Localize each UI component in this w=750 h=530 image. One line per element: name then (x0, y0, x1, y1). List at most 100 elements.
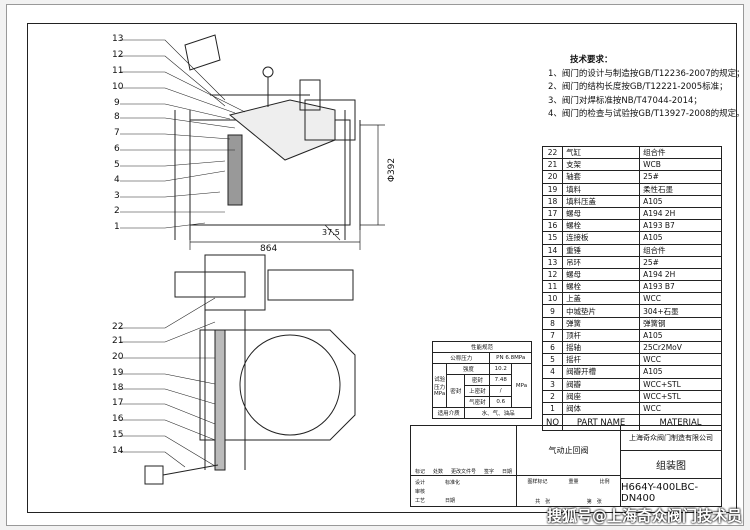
side-view (174, 34, 361, 240)
perf-title: 性能规范 (432, 341, 532, 353)
part-label: 15 (112, 430, 124, 440)
strength-label: 强度 (446, 363, 491, 375)
watermark: 搜狐号@上海奇众阀门技术员 (546, 507, 742, 525)
sheet-number-label: 第 张 (586, 499, 602, 505)
part-label: 12 (112, 50, 124, 60)
drawing-frame (27, 23, 737, 513)
part-material: 组合件 (639, 145, 722, 160)
weight-label: 重量 (568, 479, 579, 485)
medium-value: 水、气、油品 (464, 407, 532, 419)
upper-seal-value: / (489, 385, 512, 397)
part-material: A194 2H (639, 267, 722, 282)
drawing-type: 组装图 (621, 451, 721, 479)
test-label: 试验压力MPa (431, 363, 448, 408)
rev-header: 处数 (432, 469, 443, 475)
requirement-item: 2、阀门的结构长度按GB/T12221-2005标准； (548, 82, 728, 92)
part-label: 8 (114, 112, 120, 122)
revision-area: 标记 处数 更改文件号 签字 日期 (411, 426, 517, 476)
check-label: 审核 (415, 489, 426, 495)
air-seal-value: 0.6 (489, 396, 512, 408)
process-label: 工艺 (415, 498, 426, 504)
part-name: 螺母 (562, 267, 641, 282)
part-name: 中城垫片 (562, 304, 641, 318)
part-name: 轴套 (562, 170, 641, 184)
requirements-title: 技术要求： (570, 55, 613, 65)
part-label: 21 (112, 336, 124, 346)
part-no: 4 (541, 365, 564, 379)
part-material: WCC (639, 353, 722, 367)
part-material: A105 (639, 194, 722, 208)
part-label: 16 (112, 414, 124, 424)
front-view (144, 254, 356, 485)
part-label: 6 (114, 144, 120, 154)
seal-value: 7.48 (489, 374, 512, 386)
requirement-item: 1、阀门的设计与制造按GB/T12236-2007的规定； (548, 68, 745, 79)
part-material: WCC (639, 401, 722, 416)
part-label: 22 (112, 322, 124, 332)
part-no: 9 (541, 304, 564, 318)
part-name: 阀体 (562, 401, 641, 416)
part-material: WCC (639, 292, 722, 306)
part-material: 304+石墨 (639, 304, 722, 318)
technical-requirements: 技术要求： 1、阀门的设计与制造按GB/T12236-2007的规定； 2、阀门… (548, 54, 745, 122)
part-label: 20 (112, 352, 124, 362)
requirement-item: 4、阀门的检查与试验按GB/T13927-2008的规定。 (548, 109, 745, 119)
part-name: 顶杆 (562, 328, 641, 343)
part-name: 气缸 (562, 145, 641, 160)
standard-label: 标准化 (445, 480, 461, 486)
part-material: 25# (639, 255, 722, 269)
part-label: 10 (112, 82, 124, 92)
part-material: WCB (639, 158, 722, 172)
diameter-dimension: Φ392 (387, 157, 398, 183)
part-name: 摇轴 (562, 340, 641, 355)
part-material: 组合件 (639, 243, 722, 257)
part-name: 螺栓 (562, 219, 641, 233)
part-label: 17 (112, 398, 124, 408)
part-label: 18 (112, 383, 124, 393)
rev-header: 标记 (414, 469, 425, 475)
rev-header: 签字 (483, 469, 494, 475)
part-label: 11 (112, 66, 124, 76)
part-label: 13 (112, 34, 124, 44)
medium-label: 适用介质 (431, 407, 466, 419)
stage-area: 图样标记重量比例 共 张第 张 (517, 476, 621, 507)
part-label: 19 (112, 368, 124, 378)
part-name: 螺栓 (562, 280, 641, 294)
company-name: 上海奇众阀门制造有限公司 (621, 426, 721, 451)
part-no: 22 (541, 145, 564, 160)
part-no: 18 (541, 194, 564, 208)
part-material: A193 B7 (639, 219, 722, 233)
unit: MPa (510, 363, 533, 408)
part-label: 1 (114, 222, 120, 232)
model-number: H664Y-400LBC-DN400 (621, 482, 699, 504)
part-no: 21 (541, 158, 564, 172)
header-no: NO (541, 414, 564, 432)
part-name: 支架 (562, 158, 641, 172)
part-no: 3 (541, 377, 564, 391)
part-label: 5 (114, 160, 120, 170)
part-no: 1 (541, 401, 564, 416)
part-material: A105 (639, 328, 722, 343)
part-no: 11 (541, 280, 564, 294)
part-label: 9 (114, 98, 120, 108)
part-no: 2 (541, 389, 564, 403)
nominal-label: 公称压力 (431, 352, 491, 364)
part-no: 14 (541, 243, 564, 257)
part-name: 吊环 (562, 255, 641, 269)
part-name: 弹簧 (562, 316, 641, 330)
part-name: 螺母 (562, 206, 641, 221)
leader-lines (120, 39, 246, 468)
strength-value: 10.2 (489, 363, 512, 375)
